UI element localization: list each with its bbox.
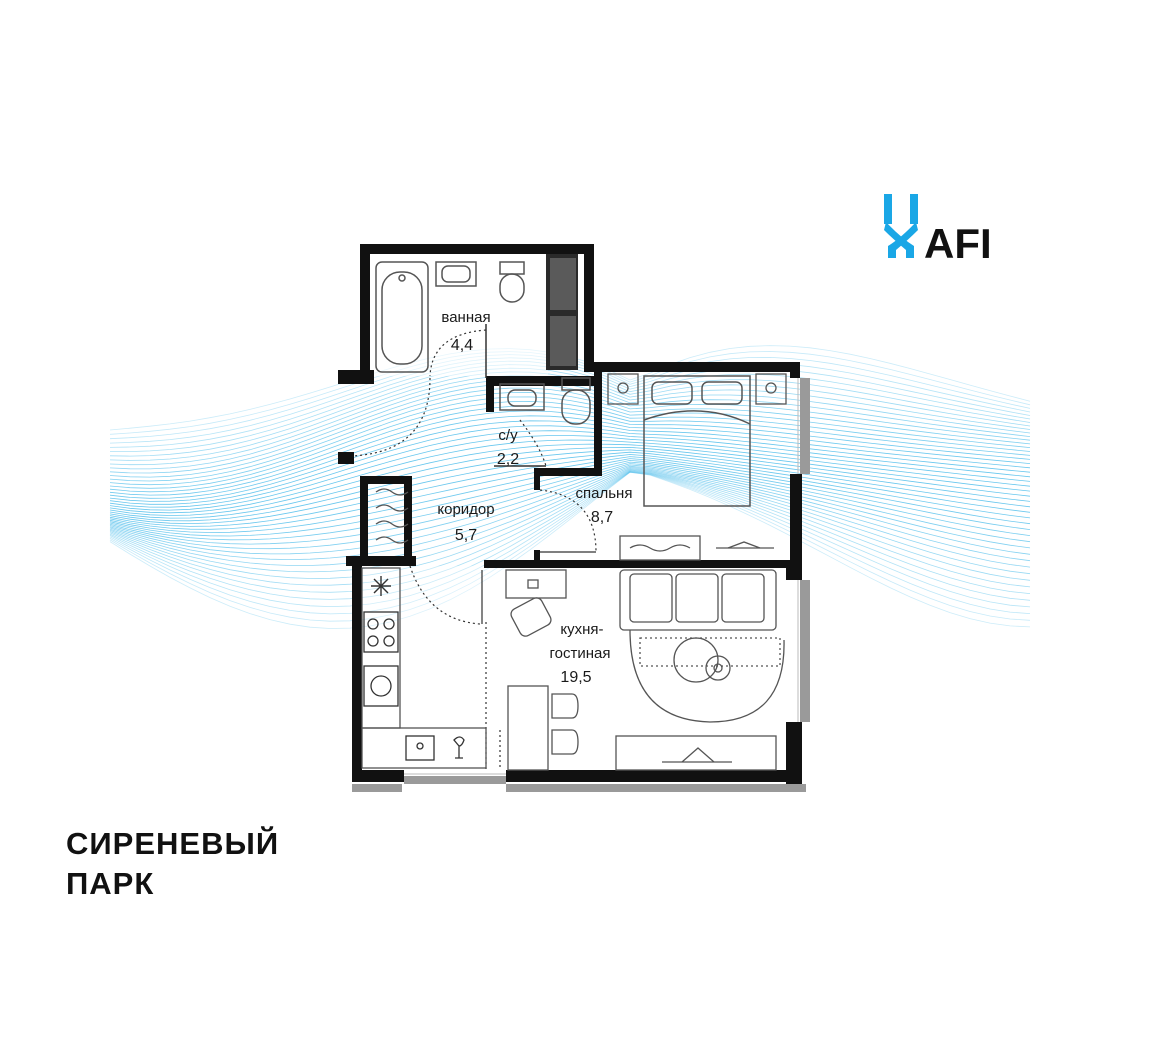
wave-line [109, 387, 1031, 478]
wave-line [109, 471, 1031, 622]
washing-machine-icon [363, 665, 399, 707]
wave-line [109, 435, 1031, 511]
wc-sink-icon [499, 383, 545, 411]
wave-line [109, 391, 1031, 482]
wave-line [109, 439, 1031, 514]
wave-line [109, 463, 1031, 545]
sink-icon [435, 261, 477, 287]
wave-line [109, 471, 1031, 615]
wave-line [109, 415, 1031, 499]
room-label-kitchen-line1: кухня- [560, 621, 603, 638]
wave-line [109, 367, 1031, 457]
coffee-table-icon [673, 637, 731, 683]
wave-line [109, 383, 1031, 474]
sofa-icon [619, 569, 777, 631]
room-area-kitchen-living: 19,5 [560, 669, 591, 686]
afi-logo-text: AFI [924, 220, 992, 267]
dresser-icon [619, 535, 774, 561]
wave-line [109, 410, 1031, 496]
wave-line [109, 461, 1031, 541]
room-area-wc: 2,2 [497, 451, 519, 468]
wave-line [109, 451, 1031, 525]
wave-line [109, 464, 1031, 550]
stove-icon [363, 611, 399, 653]
project-name-line1: СИРЕНЕВЫЙ [66, 826, 280, 861]
tv-stand-icon [615, 735, 777, 771]
wave-line [109, 405, 1031, 493]
wave-line [110, 364, 1031, 452]
room-label-bedroom: спальня [576, 485, 633, 502]
snowflake-icon [371, 576, 391, 596]
project-name-line2: ПАРК [66, 866, 155, 901]
storage-unit [550, 316, 576, 366]
wave-line [109, 469, 1031, 581]
bed-icon [643, 375, 751, 507]
wave-line [109, 471, 1031, 608]
storage-unit [550, 258, 576, 310]
room-label-kitchen-line2: гостиная [550, 645, 611, 662]
room-area-bedroom: 8,7 [591, 509, 613, 526]
wardrobe-icon [375, 488, 409, 544]
room-label-wc: с/у [498, 427, 518, 444]
kitchen-counter [361, 567, 487, 769]
wave-line [109, 396, 1031, 486]
wave-line [109, 470, 1031, 588]
wave-line [109, 465, 1031, 555]
nightstand-lamp-icon [607, 373, 787, 405]
toilet-icon [499, 261, 525, 303]
room-label-corridor: коридор [437, 501, 494, 518]
apartment-floor-plan: ванная 4,4 с/у 2,2 коридор 5,7 спальня 8… [338, 244, 810, 792]
room-area-bathroom: 4,4 [451, 337, 473, 354]
door-swings [351, 329, 597, 770]
wave-line [109, 470, 1031, 594]
room-area-corridor: 5,7 [455, 527, 477, 544]
wave-line [109, 471, 1031, 629]
wave-line [109, 446, 1031, 519]
wave-line [109, 420, 1031, 502]
room-label-bathroom: ванная [441, 309, 490, 326]
wave-line [109, 471, 1031, 601]
decorative-wave-pattern [109, 345, 1031, 629]
wave-line [109, 430, 1031, 508]
dining-table-icon [507, 685, 579, 771]
kitchen-sink-icon [405, 735, 465, 761]
wave-line [109, 443, 1031, 516]
wave-line [109, 454, 1031, 527]
wave-line [109, 400, 1031, 489]
wave-line [109, 449, 1031, 522]
wave-line [109, 456, 1031, 530]
rug-icon [629, 629, 785, 723]
afi-logo-mark-icon [884, 194, 918, 258]
chair-icon [510, 597, 552, 637]
bathtub-icon [375, 261, 429, 373]
wave-line [109, 425, 1031, 505]
windows [352, 378, 810, 792]
wave-line [109, 375, 1031, 466]
wave-line [109, 466, 1031, 562]
kitchen-floor [352, 566, 792, 776]
wave-line [109, 467, 1031, 568]
wc-toilet-icon [561, 377, 591, 425]
afi-logo: AFI [884, 194, 992, 267]
